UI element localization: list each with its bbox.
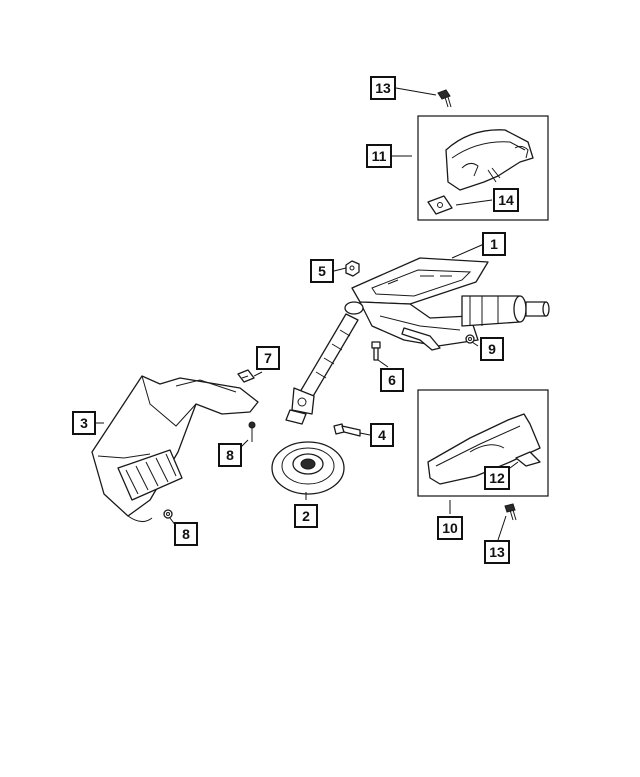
clip-7 (237, 369, 255, 383)
leader-1 (451, 243, 485, 259)
leader-14 (455, 199, 493, 206)
callout-11: 11 (366, 144, 392, 168)
column-assembly-1 (285, 257, 550, 425)
callout-12: 12 (484, 466, 510, 490)
bolt-4 (333, 423, 361, 437)
callout-9: 9 (480, 337, 504, 361)
callout-5: 5 (310, 259, 334, 283)
callout-1: 1 (482, 232, 506, 256)
leader-13a (395, 87, 437, 96)
leader-4 (359, 432, 371, 436)
screw-8-lower (163, 509, 173, 519)
callout-14: 14 (493, 188, 519, 212)
knee-bolster-3 (91, 375, 259, 522)
callout-13-top: 13 (370, 76, 396, 100)
callout-6: 6 (380, 368, 404, 392)
callout-7: 7 (256, 346, 280, 370)
upper-shroud-11 (445, 129, 534, 191)
screw-13-lower (504, 503, 517, 521)
group-frame-lower-shroud (417, 389, 549, 497)
leader-6 (377, 359, 389, 368)
cap-12 (515, 451, 541, 467)
callout-2: 2 (294, 504, 318, 528)
callout-13-lower: 13 (484, 540, 510, 564)
clip-14 (427, 195, 453, 215)
leader-7 (253, 371, 263, 377)
leader-13b (497, 515, 507, 541)
boot-seal-2 (271, 441, 345, 495)
leader-9 (471, 341, 479, 347)
group-frame-upper-shroud (417, 115, 549, 221)
screw-8-mid (248, 421, 256, 442)
leader-5 (333, 267, 347, 272)
screw-13-top (437, 89, 452, 108)
callout-8-lower: 8 (174, 522, 198, 546)
lower-shroud-10 (427, 413, 541, 485)
nut-5 (345, 260, 360, 277)
leader-12 (509, 461, 519, 469)
bolt-9 (465, 334, 475, 344)
callout-4: 4 (370, 423, 394, 447)
callout-10: 10 (437, 516, 463, 540)
callout-3: 3 (72, 411, 96, 435)
bolt-6 (371, 341, 381, 361)
callout-8-mid: 8 (218, 443, 242, 467)
